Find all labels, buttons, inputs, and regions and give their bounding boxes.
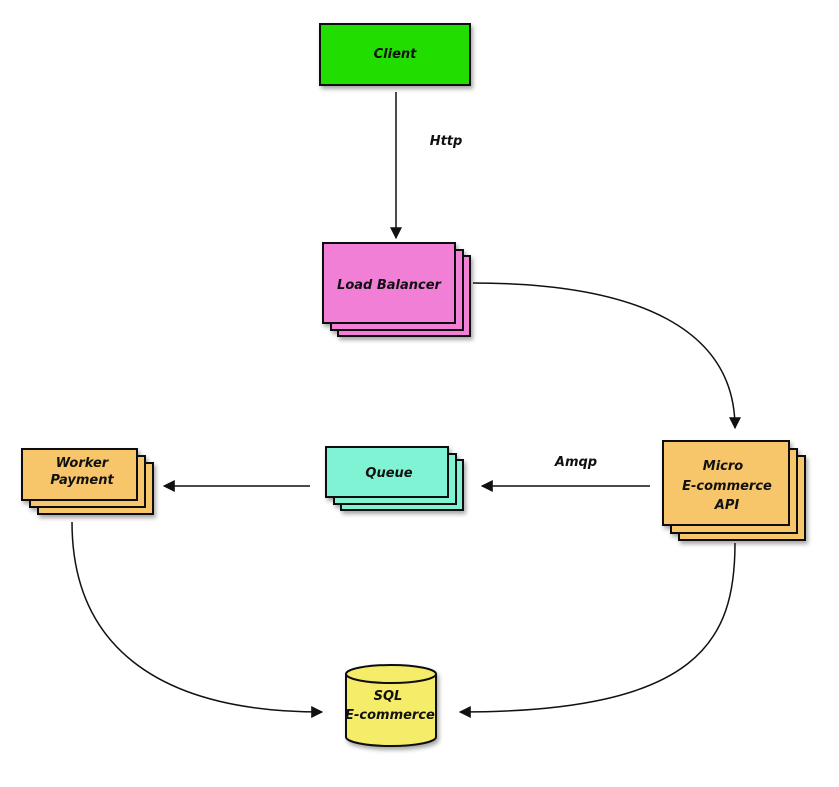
client-node	[319, 23, 471, 86]
worker-label-line-2: Payment	[50, 473, 114, 488]
worker-box	[21, 448, 138, 501]
api-label-line-3: API	[714, 498, 740, 513]
database-body	[345, 674, 437, 747]
load-balancer-node	[322, 242, 471, 337]
api-box	[662, 440, 790, 526]
queue-node	[325, 446, 464, 511]
database-label-line-2: E-commerce	[345, 708, 435, 723]
queue-label: Queue	[365, 466, 412, 481]
load-balancer-box	[322, 242, 456, 324]
database-label-line-1: SQL	[374, 689, 403, 704]
api-node	[662, 440, 806, 541]
queue-box	[325, 446, 449, 498]
edge-worker-to-database	[71, 521, 324, 718]
database-top	[345, 664, 437, 684]
api-label-line-1: Micro	[703, 459, 744, 474]
database-node	[345, 664, 437, 747]
edge-api-to-database	[458, 542, 736, 718]
edge-http-label: Http	[430, 134, 463, 149]
worker-node	[21, 448, 154, 515]
edge-load-balancer-to-api	[472, 282, 741, 430]
edge-amqp-label: Amqp	[554, 455, 597, 470]
load-balancer-label: Load Balancer	[337, 278, 443, 293]
worker-label-line-1: Worker	[56, 456, 110, 471]
client-box	[319, 23, 471, 86]
client-label: Client	[374, 47, 418, 62]
api-label-line-2: E-commerce	[682, 479, 772, 494]
